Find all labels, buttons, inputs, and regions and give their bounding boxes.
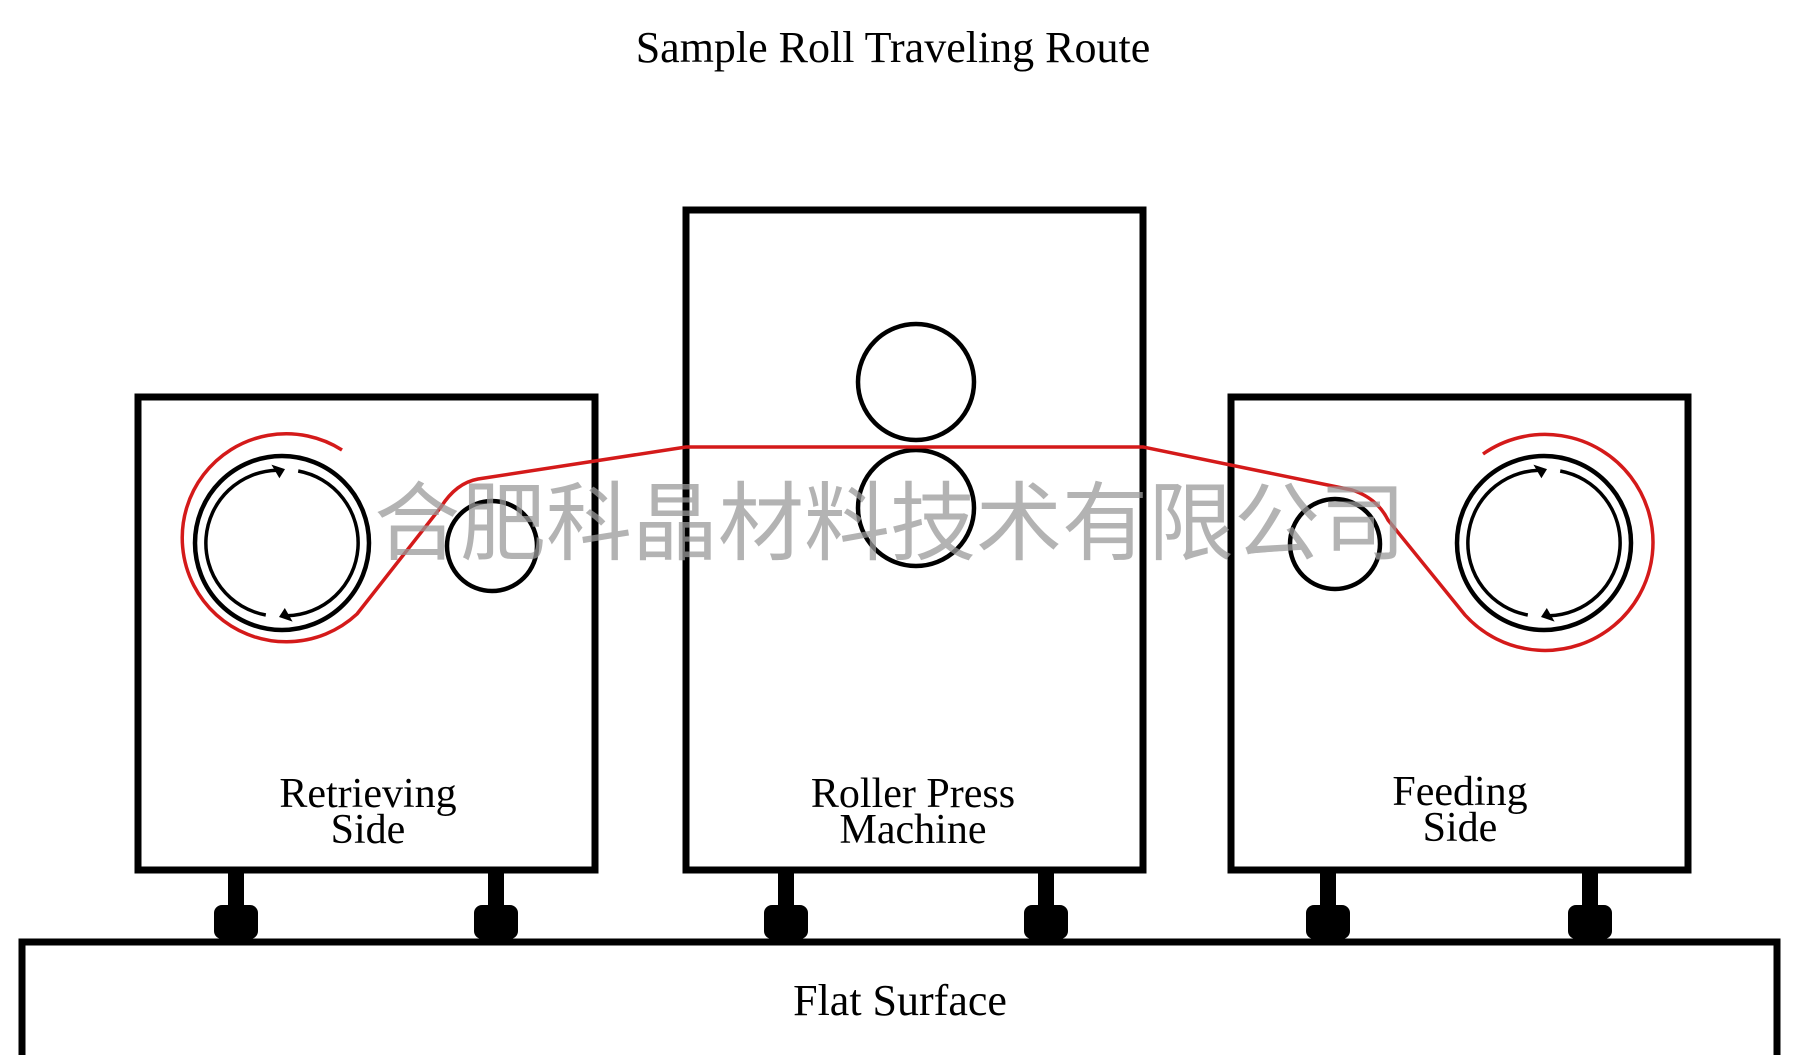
retrieving-side-label-line1: Retrieving (279, 771, 456, 817)
retrieving-guide-roller (444, 498, 540, 594)
foot (1568, 870, 1612, 939)
support-feet (214, 870, 1612, 939)
roller-press-label-line2: Machine (840, 807, 987, 853)
press-lower-roller (855, 447, 977, 569)
foot (214, 870, 258, 939)
roller-press-frame (682, 206, 1147, 874)
roller-press-machine: Roller Press Machine (682, 206, 1147, 874)
foot (1024, 870, 1068, 939)
retrieving-side-unit: Retrieving Side (134, 393, 599, 874)
rotation-arrows-icon (204, 464, 360, 622)
press-upper-roller (855, 321, 977, 443)
route-line (180, 432, 1655, 653)
flat-surface: Flat Surface (18, 938, 1781, 1055)
feeding-side-unit: Feeding Side (1227, 393, 1692, 874)
watermark-text: 合肥科晶材料技术有限公司 (374, 474, 1406, 574)
feeding-guide-roller (1287, 496, 1383, 592)
retrieving-side-frame (134, 393, 599, 874)
feeding-side-label-line1: Feeding (1392, 769, 1527, 815)
flat-surface-label: Flat Surface (793, 976, 1007, 1025)
foot (764, 870, 808, 939)
foot (1306, 870, 1350, 939)
retrieving-side-label-line2: Side (331, 807, 406, 853)
feeding-side-frame (1227, 393, 1692, 874)
feeding-side-label-line2: Side (1423, 805, 1498, 851)
retrieving-wind-roll (192, 453, 372, 633)
sample-roll-route (180, 432, 1655, 653)
flat-surface-outline (18, 938, 1781, 1055)
foot (474, 870, 518, 939)
rotation-arrows-icon (1466, 464, 1622, 622)
feeding-supply-roll (1454, 453, 1634, 633)
diagram-title: Sample Roll Traveling Route (636, 23, 1151, 72)
roller-press-label-line1: Roller Press (811, 771, 1015, 817)
